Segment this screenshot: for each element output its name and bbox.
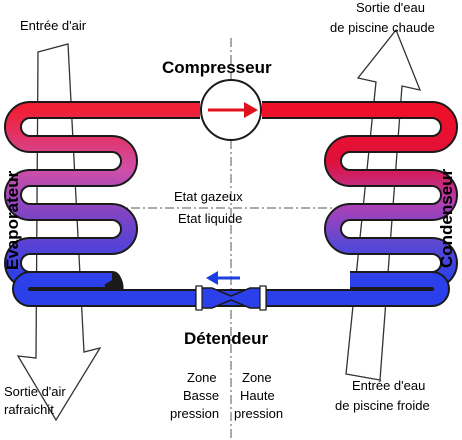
condenser-coil (262, 101, 458, 289)
expansion-valve (195, 285, 267, 311)
water-in-label-2: de piscine froide (335, 398, 430, 413)
water-out-label-1: Sortie d'eau (356, 0, 425, 15)
air-in-label: Entrée d'air (20, 18, 87, 33)
air-flow-arrow (16, 43, 102, 422)
gas-state-label: Etat gazeux (174, 189, 243, 204)
air-out-label-2: rafraichit (4, 402, 54, 417)
compressor-label: Compresseur (162, 58, 272, 77)
water-out-label-2: de piscine chaude (330, 20, 435, 35)
blue-flow-arrow-icon (206, 271, 240, 285)
low-zone-label-3: pression (170, 406, 219, 421)
high-zone-label-1: Zone (242, 370, 272, 385)
air-out-label-1: Sortie d'air (4, 384, 66, 399)
expansion-valve-label: Détendeur (184, 329, 268, 348)
water-in-label-1: Entrée d'eau (352, 378, 425, 393)
evaporator-coil (4, 101, 200, 307)
compressor (200, 79, 262, 141)
high-zone-label-2: Haute (240, 388, 275, 403)
condenser-label: Condenseur (437, 168, 456, 268)
low-zone-label-1: Zone (187, 370, 217, 385)
high-zone-label-3: pression (234, 406, 283, 421)
low-zone-label-2: Basse (183, 388, 219, 403)
evaporator-label: Evaporateur (3, 170, 22, 270)
liquid-state-label: Etat liquide (178, 211, 242, 226)
